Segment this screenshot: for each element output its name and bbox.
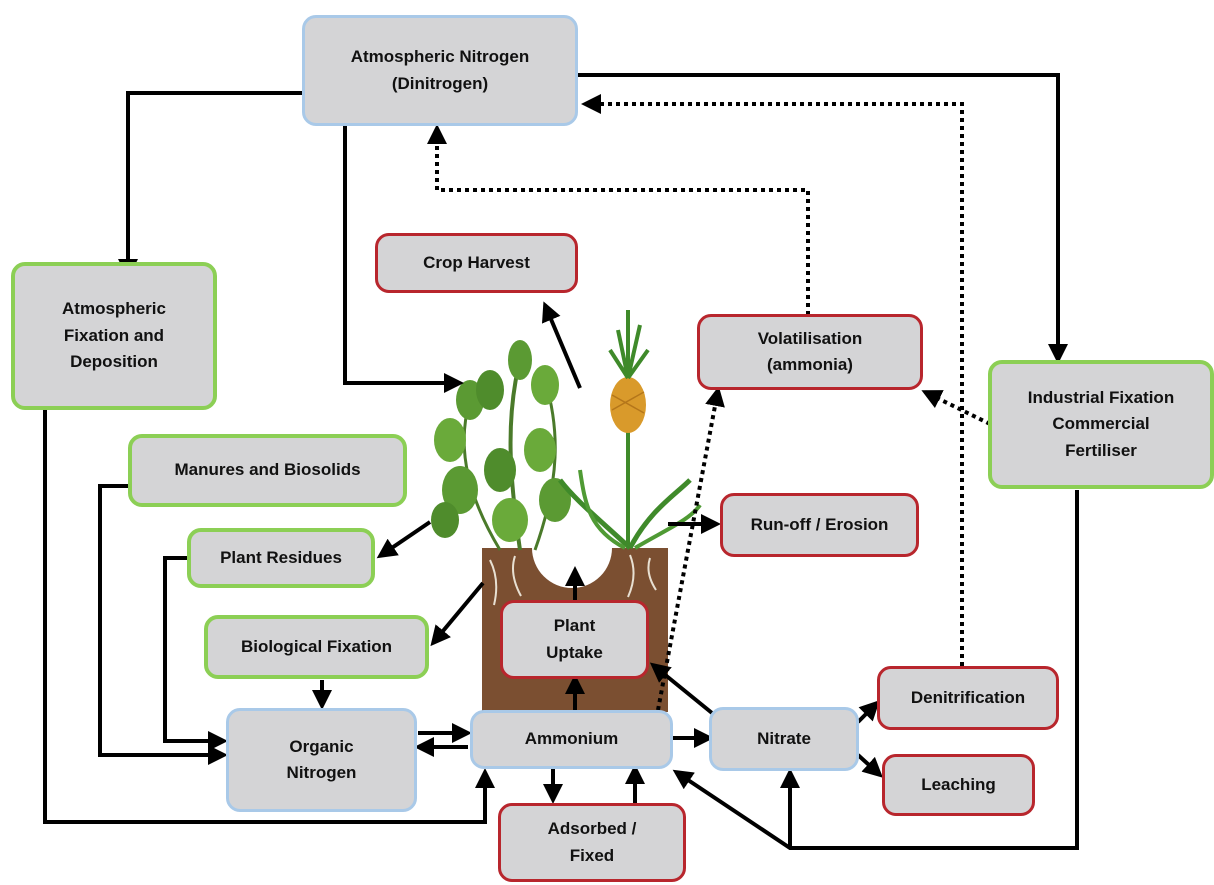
- arrow-plants-to-biofix: [430, 581, 485, 647]
- arrow-manures-to-organic: [98, 484, 228, 765]
- pineapple-plant-icon: [558, 310, 702, 550]
- adsorbed-node: Adsorbed / Fixed: [498, 803, 686, 882]
- denitrification-node: Denitrification: [877, 666, 1059, 730]
- runoff-label: Run-off / Erosion: [750, 514, 889, 534]
- manures-label: Manures and Biosolids: [174, 460, 361, 480]
- arrow-ammonium-to-volatilisation: [656, 386, 725, 711]
- arrow-industrial-to-volatilisation: [921, 390, 991, 426]
- arrow-industrial-to-ammonium: [672, 490, 1079, 850]
- ammonium-label: Ammonium: [524, 729, 619, 749]
- industrial-fixation-node: Industrial Fixation Commercial Fertilise…: [988, 360, 1214, 489]
- biological-fixation-node: Biological Fixation: [204, 615, 429, 679]
- arrow-nitrate-to-denitrification: [856, 700, 880, 724]
- arrow-denitrification-to-atm: [581, 94, 964, 666]
- arrow-plants-to-harvest: [542, 301, 582, 389]
- organic-nitrogen-node: Organic Nitrogen: [226, 708, 417, 812]
- nitrate-node: Nitrate: [709, 707, 859, 771]
- manures-node: Manures and Biosolids: [128, 434, 407, 507]
- arrow-nitrate-to-leaching: [856, 753, 883, 778]
- denitrification-label: Denitrification: [910, 687, 1026, 707]
- industrial-fixation-label: Industrial Fixation Commercial Fertilise…: [1027, 387, 1175, 460]
- atmospheric-nitrogen-node: Atmospheric Nitrogen (Dinitrogen): [302, 15, 578, 126]
- runoff-node: Run-off / Erosion: [720, 493, 919, 557]
- crop-harvest-node: Crop Harvest: [375, 233, 578, 293]
- dotted-arrows: [427, 94, 991, 711]
- arrow-residues-to-organic: [163, 556, 228, 751]
- adsorbed-label: Adsorbed / Fixed: [547, 819, 637, 865]
- arrow-atm-to-fixation: [118, 91, 302, 279]
- crop-harvest-label: Crop Harvest: [423, 252, 530, 272]
- arrow-nitrate-to-uptake: [649, 662, 714, 715]
- ammonium-node: Ammonium: [470, 710, 673, 769]
- volatilisation-node: Volatilisation (ammonia): [697, 314, 923, 390]
- plant-uptake-node: Plant Uptake: [500, 600, 649, 679]
- organic-nitrogen-label: Organic Nitrogen: [286, 736, 357, 782]
- volatilisation-label: Volatilisation (ammonia): [757, 328, 863, 374]
- nitrate-label: Nitrate: [757, 728, 811, 748]
- peanut-plant-icon: [431, 340, 571, 551]
- plant-residues-label: Plant Residues: [220, 547, 342, 567]
- flow-arrows: [43, 73, 1079, 850]
- plant-residues-node: Plant Residues: [187, 528, 375, 588]
- atmospheric-nitrogen-label: Atmospheric Nitrogen (Dinitrogen): [350, 47, 530, 93]
- leaching-node: Leaching: [882, 754, 1035, 816]
- plant-uptake-label: Plant Uptake: [546, 616, 603, 662]
- atmospheric-fixation-node: Atmospheric Fixation and Deposition: [11, 262, 217, 410]
- arrow-atm-to-industrial: [575, 73, 1068, 364]
- atmospheric-fixation-label: Atmospheric Fixation and Deposition: [62, 299, 166, 372]
- arrow-atm-to-plants: [343, 125, 464, 393]
- leaching-label: Leaching: [921, 774, 996, 794]
- arrow-fixation-to-ammonium: [43, 410, 495, 824]
- arrow-plants-to-residues: [376, 520, 432, 559]
- biological-fixation-label: Biological Fixation: [240, 636, 393, 656]
